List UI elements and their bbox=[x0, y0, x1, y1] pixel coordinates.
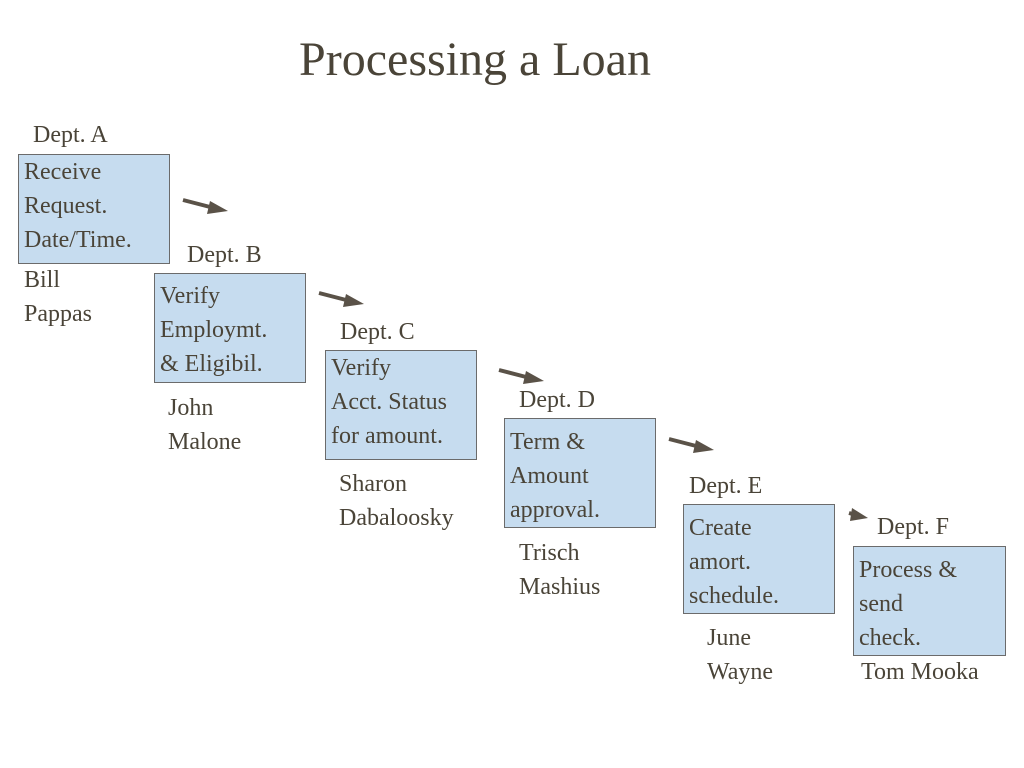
step-d-line-3: approval. bbox=[510, 497, 600, 523]
step-f-line-2: send bbox=[859, 591, 903, 617]
dept-b-label: Dept. B bbox=[187, 242, 262, 268]
dept-e-label: Dept. E bbox=[689, 473, 763, 499]
step-c-line-2: Acct. Status bbox=[331, 389, 447, 415]
arrow-e-to-f bbox=[848, 508, 868, 521]
step-e-box: Create amort. schedule. bbox=[683, 504, 835, 614]
step-a-line-2: Request. bbox=[24, 193, 108, 219]
step-d-line-1: Term & bbox=[510, 429, 585, 455]
dept-f-label: Dept. F bbox=[877, 514, 949, 540]
step-d-person-first: Trisch bbox=[519, 540, 580, 566]
step-a-line-3: Date/Time. bbox=[24, 227, 132, 253]
step-c-box: Verify Acct. Status for amount. bbox=[325, 350, 477, 460]
step-b-person-first: John bbox=[168, 395, 214, 421]
step-e-line-2: amort. bbox=[689, 549, 751, 575]
step-e-person-last: Wayne bbox=[707, 659, 774, 685]
step-f-person: Tom Mooka bbox=[861, 659, 979, 685]
step-b-line-1: Verify bbox=[160, 283, 220, 309]
step-a-person-first: Bill bbox=[24, 267, 61, 293]
step-b-box: Verify Employmt. & Eligibil. bbox=[154, 273, 306, 383]
step-b-line-3: & Eligibil. bbox=[160, 351, 263, 377]
step-c-line-1: Verify bbox=[331, 355, 391, 381]
step-f-box: Process & send check. bbox=[853, 546, 1006, 656]
arrow-a-to-b bbox=[182, 198, 228, 214]
step-f-line-1: Process & bbox=[859, 557, 957, 583]
step-a-line-1: Receive bbox=[24, 159, 102, 185]
step-b-line-2: Employmt. bbox=[160, 317, 268, 343]
step-b-person-last: Malone bbox=[168, 429, 242, 455]
page-title: Processing a Loan bbox=[299, 33, 651, 86]
step-e-person-first: June bbox=[707, 625, 751, 651]
arrow-c-to-d bbox=[498, 368, 544, 384]
step-d-person-last: Mashius bbox=[519, 574, 601, 600]
step-a-box: Receive Request. Date/Time. bbox=[18, 154, 170, 264]
step-a-person-last: Pappas bbox=[24, 301, 92, 327]
dept-c-label: Dept. C bbox=[340, 319, 415, 345]
step-c-line-3: for amount. bbox=[331, 423, 443, 449]
dept-a-label: Dept. A bbox=[33, 122, 108, 148]
step-d-box: Term & Amount approval. bbox=[504, 418, 656, 528]
dept-d-label: Dept. D bbox=[519, 387, 595, 413]
arrow-b-to-c bbox=[318, 291, 364, 307]
step-e-line-1: Create bbox=[689, 515, 752, 541]
step-e-line-3: schedule. bbox=[689, 583, 779, 609]
step-f-line-3: check. bbox=[859, 625, 921, 651]
step-c-person-first: Sharon bbox=[339, 471, 407, 497]
step-c-person-last: Dabaloosky bbox=[339, 505, 454, 531]
step-d-line-2: Amount bbox=[510, 463, 589, 489]
arrow-d-to-e bbox=[668, 437, 714, 453]
